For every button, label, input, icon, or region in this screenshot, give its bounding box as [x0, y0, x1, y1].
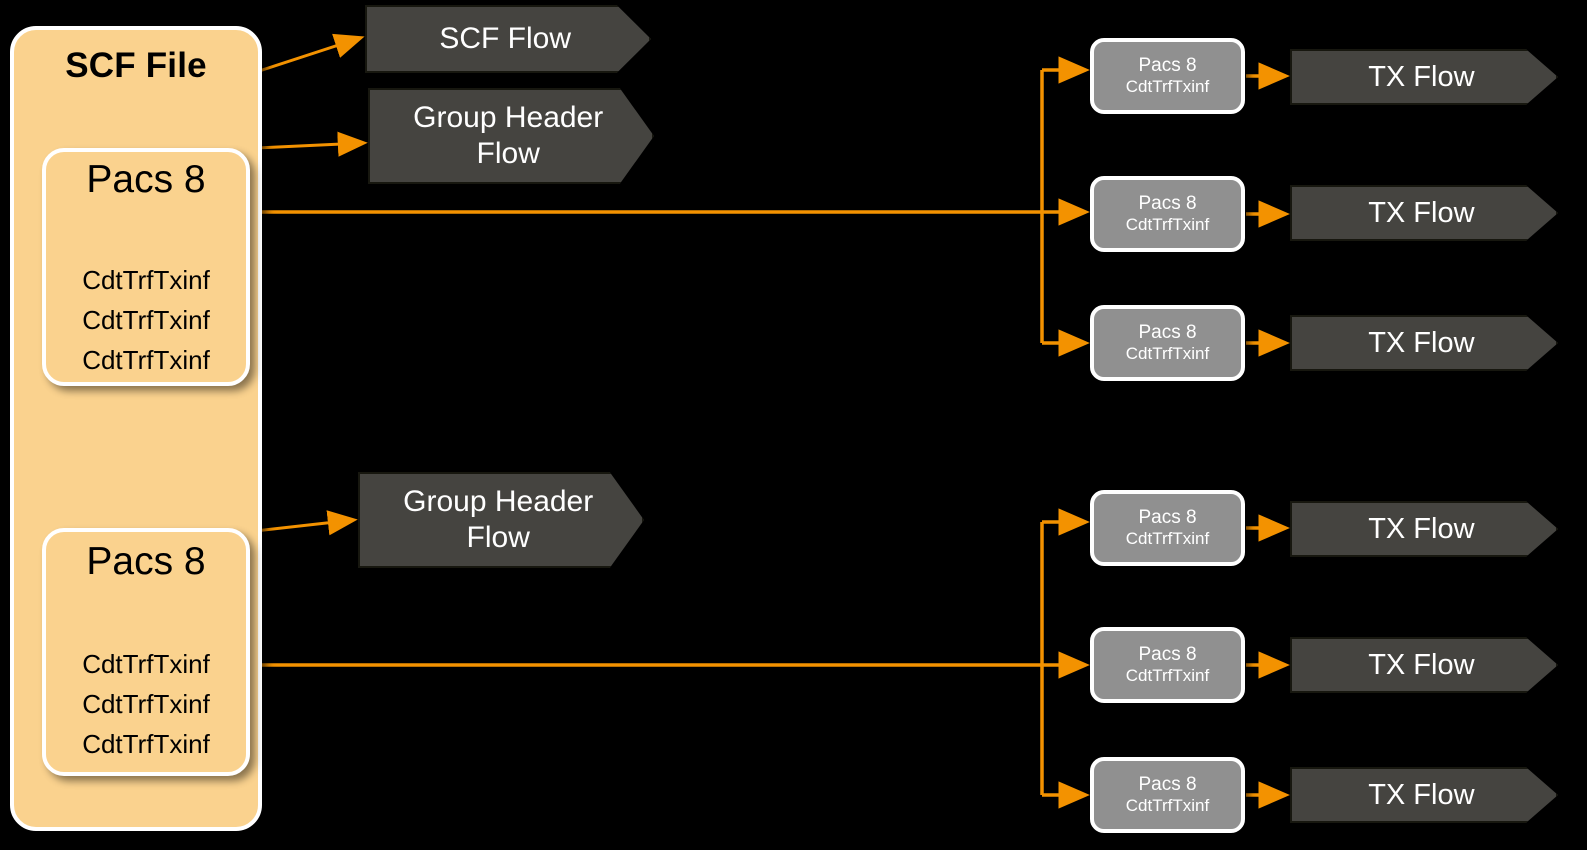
transaction-pacs8-subtitle: CdtTrfTxinf: [1125, 529, 1210, 548]
scf-file-title: SCF File: [65, 46, 207, 85]
transaction-pacs8-subtitle: CdtTrfTxinf: [1125, 666, 1210, 685]
tx-flow-shape[interactable]: TX Flow: [1290, 185, 1558, 241]
tx-flow-shape[interactable]: TX Flow: [1290, 637, 1558, 693]
tx-flow-shape[interactable]: TX Flow: [1290, 49, 1558, 105]
pacs8-block-2[interactable]: Pacs 8 CdtTrfTxinf CdtTrfTxinf CdtTrfTxi…: [42, 528, 250, 776]
pacs8-block-2-lines: CdtTrfTxinf CdtTrfTxinf CdtTrfTxinf: [46, 644, 246, 764]
cdttrftxinf-line: CdtTrfTxinf: [82, 345, 210, 375]
pacs8-block-1[interactable]: Pacs 8 CdtTrfTxinf CdtTrfTxinf CdtTrfTxi…: [42, 148, 250, 386]
pacs8-block-2-title: Pacs 8: [86, 540, 206, 583]
connector-scf-to-scfflow: [243, 33, 365, 78]
tx-flow-label: TX Flow: [1368, 61, 1475, 93]
group-header-flow-label-bottom: Group Header Flow: [403, 485, 594, 554]
transaction-pacs8-box[interactable]: Pacs 8 CdtTrfTxinf: [1090, 38, 1245, 114]
transaction-pacs8-box[interactable]: Pacs 8 CdtTrfTxinf: [1090, 627, 1245, 703]
transaction-pacs8-title: Pacs 8: [1138, 193, 1197, 214]
cdttrftxinf-line: CdtTrfTxinf: [82, 649, 210, 679]
group-header-flow-shape-top[interactable]: Group Header Flow: [368, 88, 654, 184]
transaction-pacs8-subtitle: CdtTrfTxinf: [1125, 215, 1210, 234]
tx-flow-label: TX Flow: [1368, 779, 1475, 811]
transaction-pacs8-box[interactable]: Pacs 8 CdtTrfTxinf: [1090, 176, 1245, 252]
cdttrftxinf-line: CdtTrfTxinf: [82, 689, 210, 719]
tx-flow-label: TX Flow: [1368, 197, 1475, 229]
group-header-flow-label-top: Group Header Flow: [413, 101, 604, 170]
pacs8-block-1-title: Pacs 8: [86, 158, 206, 201]
transaction-pacs8-title: Pacs 8: [1138, 507, 1197, 528]
tx-flow-shape[interactable]: TX Flow: [1290, 315, 1558, 371]
scf-flow-shape[interactable]: SCF Flow: [365, 5, 651, 73]
tx-flow-label: TX Flow: [1368, 327, 1475, 359]
scf-file-container[interactable]: SCF File Pacs 8 CdtTrfTxinf CdtTrfTxinf …: [10, 26, 262, 831]
transaction-pacs8-title: Pacs 8: [1138, 644, 1197, 665]
cdttrftxinf-line: CdtTrfTxinf: [82, 305, 210, 335]
tx-flow-label: TX Flow: [1368, 649, 1475, 681]
group-header-flow-shape-bottom[interactable]: Group Header Flow: [358, 472, 644, 568]
transaction-pacs8-subtitle: CdtTrfTxinf: [1125, 344, 1210, 363]
scf-flow-label: SCF Flow: [439, 22, 572, 55]
tx-flow-label: TX Flow: [1368, 513, 1475, 545]
transaction-pacs8-box[interactable]: Pacs 8 CdtTrfTxinf: [1090, 757, 1245, 833]
transaction-pacs8-subtitle: CdtTrfTxinf: [1125, 796, 1210, 815]
pacs8-block-1-lines: CdtTrfTxinf CdtTrfTxinf CdtTrfTxinf: [46, 260, 246, 380]
transaction-pacs8-title: Pacs 8: [1138, 322, 1197, 343]
transaction-pacs8-title: Pacs 8: [1138, 55, 1197, 76]
cdttrftxinf-line: CdtTrfTxinf: [82, 729, 210, 759]
tx-flow-shape[interactable]: TX Flow: [1290, 501, 1558, 557]
transaction-pacs8-box[interactable]: Pacs 8 CdtTrfTxinf: [1090, 490, 1245, 566]
transaction-pacs8-subtitle: CdtTrfTxinf: [1125, 77, 1210, 96]
tx-flow-shape[interactable]: TX Flow: [1290, 767, 1558, 823]
cdttrftxinf-line: CdtTrfTxinf: [82, 265, 210, 295]
transaction-pacs8-box[interactable]: Pacs 8 CdtTrfTxinf: [1090, 305, 1245, 381]
transaction-pacs8-title: Pacs 8: [1138, 774, 1197, 795]
